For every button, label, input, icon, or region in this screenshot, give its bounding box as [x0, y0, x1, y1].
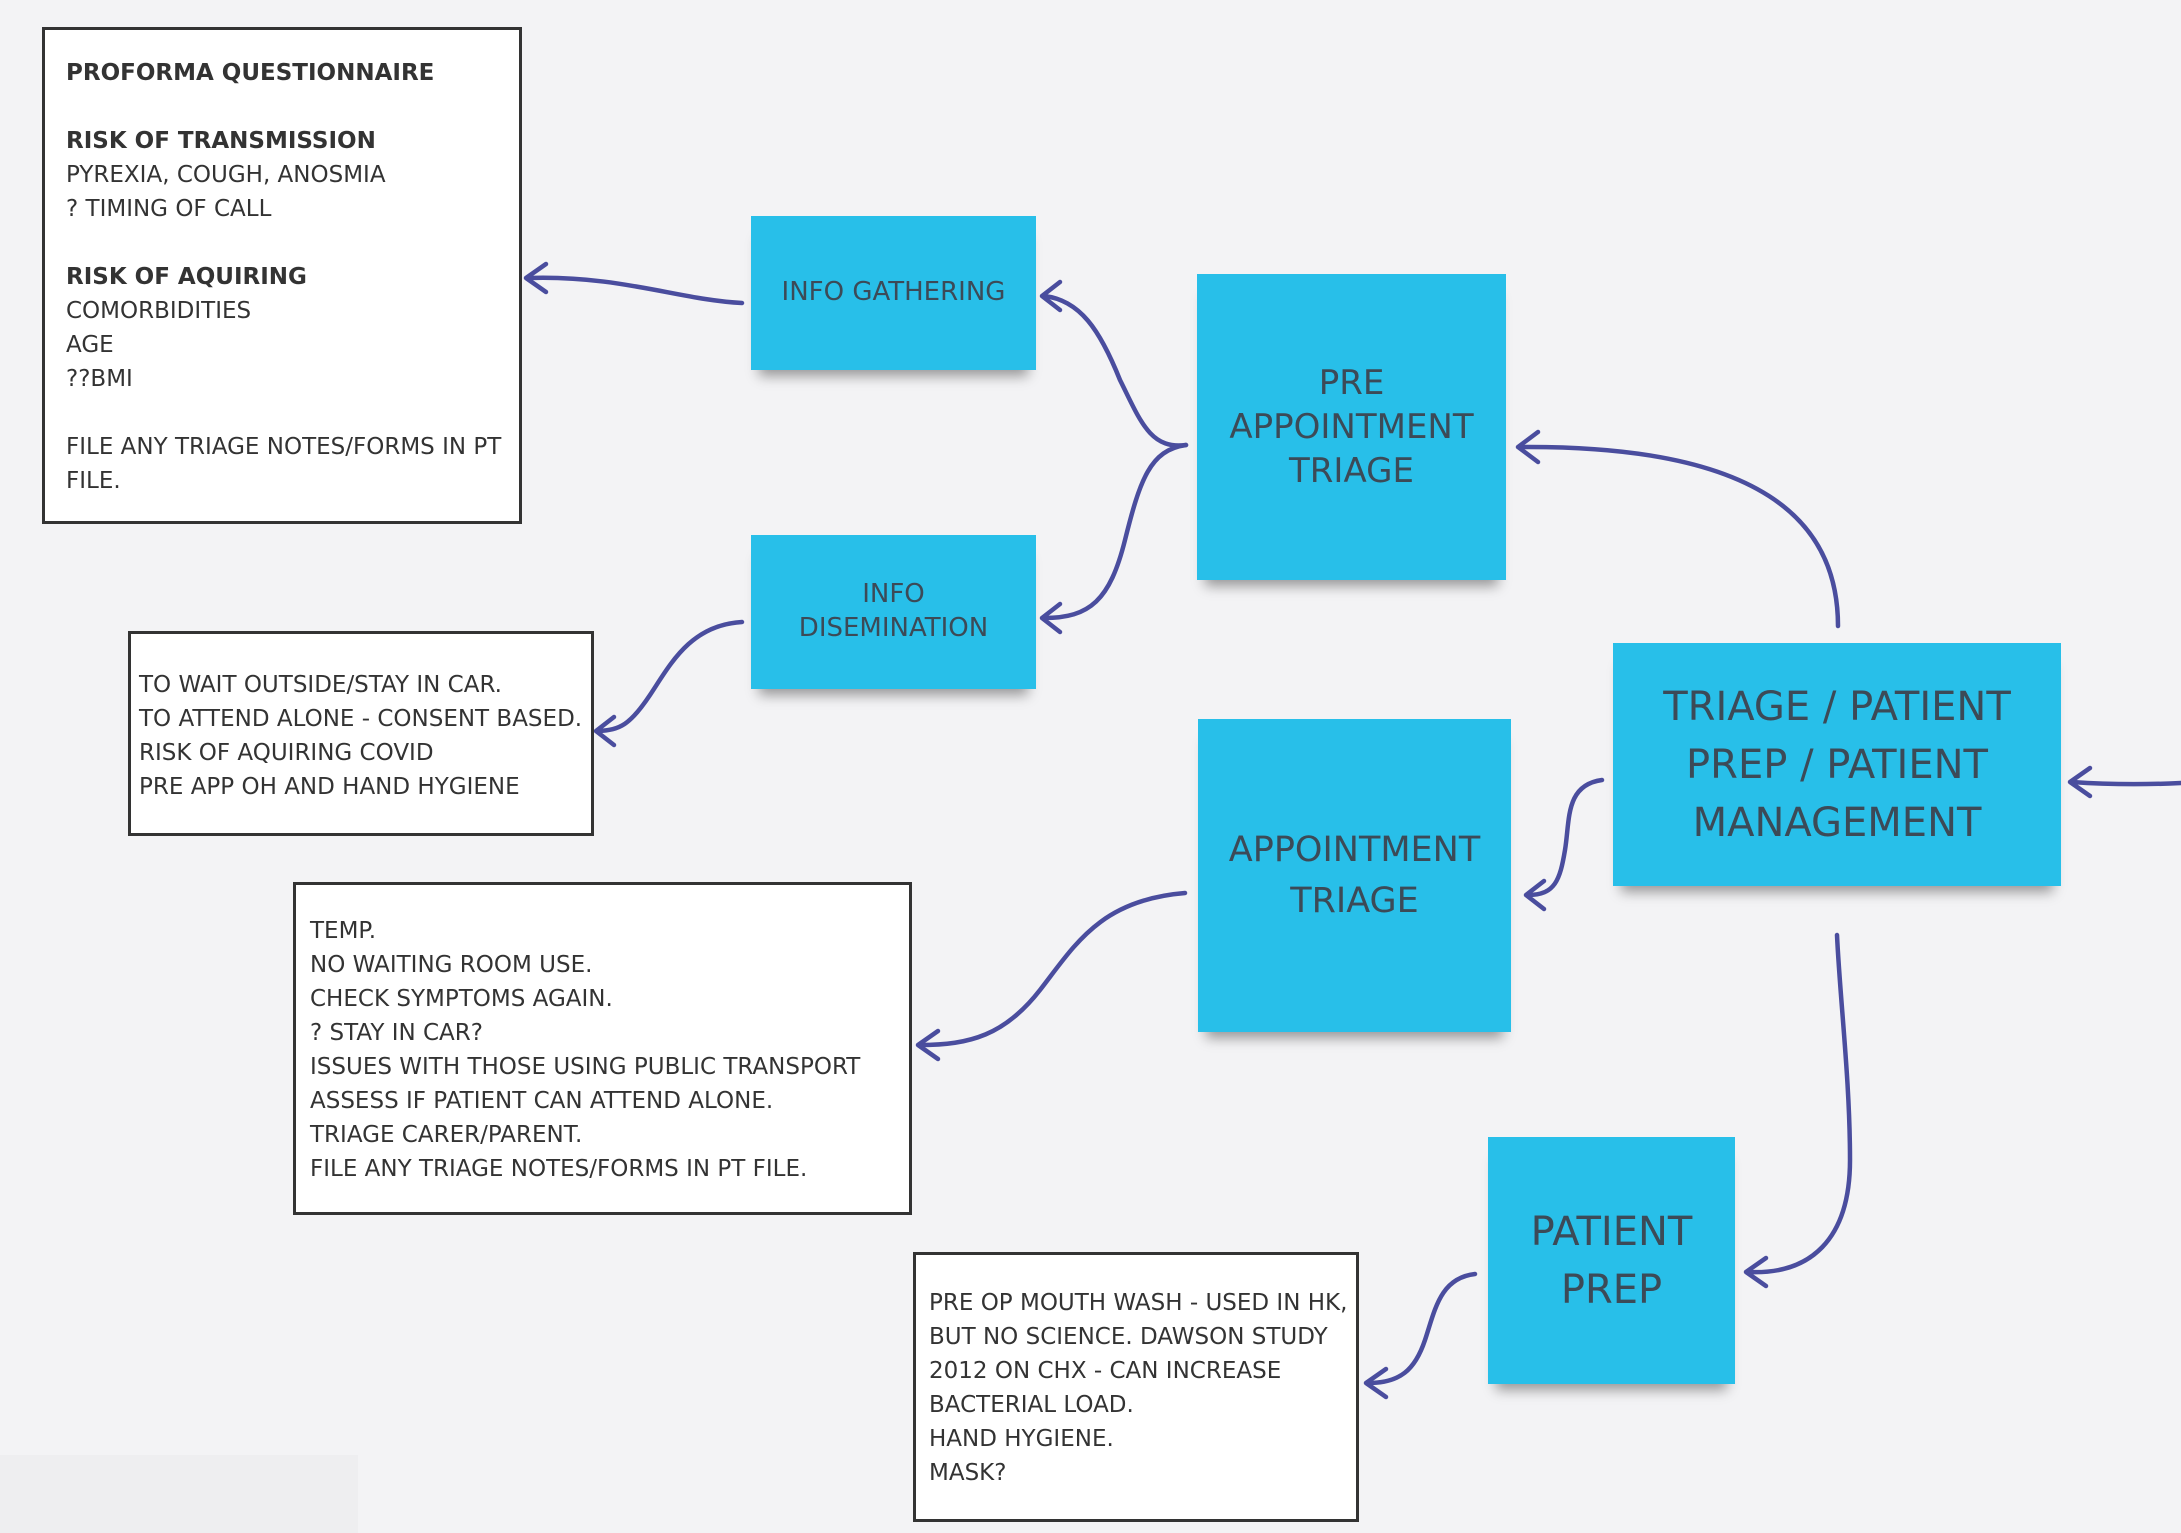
sticky-triage-patient-management-line-2: PREP / PATIENT: [1686, 741, 1988, 788]
note-temp-checks-line: ISSUES WITH THOSE USING PUBLIC TRANSPORT: [310, 1054, 861, 1080]
sticky-patient-prep[interactable]: PATIENT PREP: [1488, 1137, 1735, 1384]
connector-management-to-patient-prep: [1745, 932, 1853, 1275]
note-proforma-line: [66, 396, 519, 430]
note-pre-op-line: MASK?: [929, 1460, 1007, 1486]
sticky-appointment-triage[interactable]: APPOINTMENT TRIAGE: [1198, 719, 1511, 1032]
note-wait-outside[interactable]: TO WAIT OUTSIDE/STAY IN CAR. TO ATTEND A…: [128, 631, 594, 836]
arrowhead-info-gathering: [1039, 279, 1063, 313]
note-temp-checks-line: TRIAGE CARER/PARENT.: [310, 1122, 583, 1148]
connector-offscreen-to-management: [2069, 779, 2181, 787]
note-temp-checks-line: ? STAY IN CAR?: [310, 1020, 483, 1046]
connector-appointment-triage-to-temp-note: [917, 890, 1188, 1048]
note-pre-op[interactable]: PRE OP MOUTH WASH - USED IN HK, BUT NO S…: [913, 1252, 1359, 1522]
note-proforma-line: PYREXIA, COUGH, ANOSMIA: [66, 162, 386, 188]
connector-pre-triage-to-info-gathering: [1041, 293, 1189, 448]
note-temp-checks-line: CHECK SYMPTOMS AGAIN.: [310, 986, 613, 1012]
note-proforma-line: FILE ANY TRIAGE NOTES/FORMS IN PT: [66, 434, 502, 460]
sticky-info-gathering-label: INFO GATHERING: [781, 277, 1006, 308]
sticky-pre-appointment-triage-line-1: PRE: [1318, 362, 1385, 403]
sticky-triage-patient-management-line-3: MANAGEMENT: [1692, 799, 1982, 846]
sticky-appointment-triage-line-1: APPOINTMENT: [1228, 829, 1481, 870]
connector-management-to-appointment-triage: [1525, 777, 1605, 898]
note-proforma-line: FILE.: [66, 468, 121, 494]
sticky-pre-appointment-triage[interactable]: PRE APPOINTMENT TRIAGE: [1197, 274, 1506, 580]
sticky-triage-patient-management[interactable]: TRIAGE / PATIENT PREP / PATIENT MANAGEME…: [1613, 643, 2061, 886]
note-proforma-questionnaire[interactable]: PROFORMA QUESTIONNAIRE RISK OF TRANSMISSI…: [42, 27, 522, 524]
connector-patient-prep-to-pre-op-note: [1365, 1271, 1478, 1386]
arrowhead-patient-prep: [1743, 1255, 1769, 1289]
note-pre-op-line: 2012 ON CHX - CAN INCREASE: [929, 1358, 1282, 1384]
note-proforma-line: ??BMI: [66, 366, 133, 392]
sticky-info-gathering[interactable]: INFO GATHERING: [751, 216, 1036, 370]
sticky-info-disemination-line-2: DISEMINATION: [798, 613, 989, 643]
sticky-appointment-triage-line-2: TRIAGE: [1290, 880, 1419, 921]
sticky-pre-appointment-triage-line-2: APPOINTMENT: [1229, 406, 1474, 447]
connector-management-to-pre-triage: [1517, 444, 1841, 629]
connector-info-gathering-to-proforma: [525, 275, 745, 306]
sticky-pre-appointment-triage-line-3: TRIAGE: [1289, 451, 1414, 492]
note-wait-outside-line: RISK OF AQUIRING COVID: [139, 740, 434, 766]
note-proforma-line: AGE: [66, 332, 114, 358]
note-pre-op-line: HAND HYGIENE.: [929, 1426, 1114, 1452]
note-proforma-line: [66, 226, 519, 260]
arrowhead-pre-op-note: [1363, 1366, 1389, 1400]
arrowhead-proforma: [523, 261, 549, 295]
sticky-info-disemination[interactable]: INFO DISEMINATION: [751, 535, 1036, 689]
arrowhead-temp-note: [915, 1028, 941, 1062]
arrowhead-info-disemination: [1039, 601, 1063, 635]
note-pre-op-line: BUT NO SCIENCE. DAWSON STUDY: [929, 1324, 1328, 1350]
sticky-triage-patient-management-line-1: TRIAGE / PATIENT: [1663, 683, 2011, 730]
arrowhead-pre-triage: [1515, 429, 1541, 465]
note-wait-outside-line: PRE APP OH AND HAND HYGIENE: [139, 774, 520, 800]
connector-info-disemination-to-wait-note: [595, 619, 745, 734]
connector-pre-triage-to-info-disemination: [1041, 442, 1189, 621]
sticky-patient-prep-line-2: PREP: [1560, 1266, 1663, 1313]
note-proforma-heading: PROFORMA QUESTIONNAIRE: [66, 60, 435, 86]
note-proforma-heading: RISK OF AQUIRING: [66, 264, 307, 290]
note-proforma-lines: PROFORMA QUESTIONNAIRE RISK OF TRANSMISSI…: [66, 56, 519, 498]
note-temp-checks[interactable]: TEMP. NO WAITING ROOM USE. CHECK SYMPTOM…: [293, 882, 912, 1215]
canvas-corner-panel: [0, 1455, 358, 1533]
note-proforma-heading: RISK OF TRANSMISSION: [66, 128, 376, 154]
note-proforma-line: COMORBIDITIES: [66, 298, 252, 324]
arrowhead-appointment-triage: [1523, 878, 1547, 912]
arrowhead-management: [2067, 765, 2093, 799]
note-temp-checks-line: TEMP.: [310, 918, 377, 944]
sticky-info-disemination-line-1: INFO: [862, 579, 925, 610]
note-wait-outside-line: TO WAIT OUTSIDE/STAY IN CAR.: [139, 672, 502, 698]
note-wait-outside-line: TO ATTEND ALONE - CONSENT BASED.: [139, 706, 583, 732]
note-proforma-line: [66, 90, 519, 124]
sticky-patient-prep-line-1: PATIENT: [1530, 1208, 1693, 1255]
note-temp-checks-line: ASSESS IF PATIENT CAN ATTEND ALONE.: [310, 1088, 774, 1114]
note-pre-op-line: BACTERIAL LOAD.: [929, 1392, 1134, 1418]
note-proforma-line: ? TIMING OF CALL: [66, 196, 272, 222]
note-temp-checks-line: NO WAITING ROOM USE.: [310, 952, 593, 978]
note-pre-op-line: PRE OP MOUTH WASH - USED IN HK,: [929, 1290, 1348, 1316]
note-temp-checks-line: FILE ANY TRIAGE NOTES/FORMS IN PT FILE.: [310, 1156, 808, 1182]
arrowhead-wait-note: [593, 714, 617, 748]
